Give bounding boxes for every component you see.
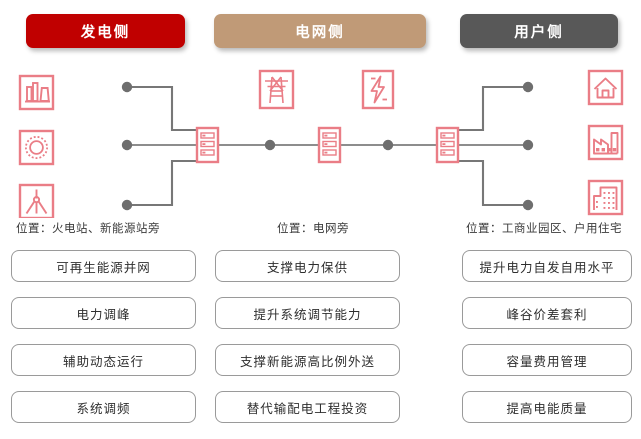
solar-sun-icon (18, 129, 55, 166)
node-dot (522, 199, 534, 211)
power-plant-icon (18, 74, 55, 111)
header-pill-generation[interactable]: 发电侧 (26, 14, 185, 48)
wind-turbine-icon (18, 183, 55, 218)
list-item[interactable]: 可再生能源并网 (11, 250, 196, 282)
list-item[interactable]: 替代输配电工程投资 (215, 391, 400, 423)
list-item[interactable]: 峰谷价差套利 (462, 297, 632, 329)
column-consumer: 提升电力自发自用水平 峰谷价差套利 容量费用管理 提高电能质量 (462, 250, 632, 438)
node-dot (522, 81, 534, 93)
location-label-row: 位置：火电站、新能源站旁 位置：电网旁 位置：工商业园区、户用住宅 (0, 220, 641, 242)
battery-rack-icon (317, 126, 342, 164)
transmission-tower-icon (258, 69, 295, 110)
list-item[interactable]: 提升系统调节能力 (215, 297, 400, 329)
column-grid: 支撑电力保供 提升系统调节能力 支撑新能源高比例外送 替代输配电工程投资 (215, 250, 400, 438)
battery-rack-icon (195, 126, 220, 164)
node-dot (264, 139, 276, 151)
list-item[interactable]: 提高电能质量 (462, 391, 632, 423)
list-item[interactable]: 辅助动态运行 (11, 344, 196, 376)
node-dot (522, 139, 534, 151)
column-generation: 可再生能源并网 电力调峰 辅助动态运行 系统调频 (11, 250, 196, 438)
node-dot (121, 139, 133, 151)
list-item[interactable]: 系统调频 (11, 391, 196, 423)
list-item[interactable]: 支撑新能源高比例外送 (215, 344, 400, 376)
factory-icon (587, 124, 624, 161)
header-pill-grid[interactable]: 电网侧 (214, 14, 426, 48)
node-dot (121, 81, 133, 93)
location-label-consumer: 位置：工商业园区、户用住宅 (466, 223, 622, 235)
location-label-generation: 位置：火电站、新能源站旁 (16, 223, 160, 235)
list-item[interactable]: 支撑电力保供 (215, 250, 400, 282)
office-building-icon (587, 179, 624, 216)
header-pill-row: 发电侧 电网侧 用户侧 (0, 14, 641, 48)
list-item[interactable]: 容量费用管理 (462, 344, 632, 376)
list-item[interactable]: 提升电力自发自用水平 (462, 250, 632, 282)
location-label-grid: 位置：电网旁 (277, 223, 349, 235)
list-item[interactable]: 电力调峰 (11, 297, 196, 329)
header-pill-consumer[interactable]: 用户侧 (460, 14, 618, 48)
node-dot (121, 199, 133, 211)
node-dot (382, 139, 394, 151)
application-columns: 可再生能源并网 电力调峰 辅助动态运行 系统调频 支撑电力保供 提升系统调节能力… (0, 250, 641, 439)
house-icon (587, 69, 624, 106)
energy-flow-diagram (0, 60, 641, 218)
lightning-bolt-icon (361, 69, 395, 110)
battery-rack-icon (435, 126, 460, 164)
